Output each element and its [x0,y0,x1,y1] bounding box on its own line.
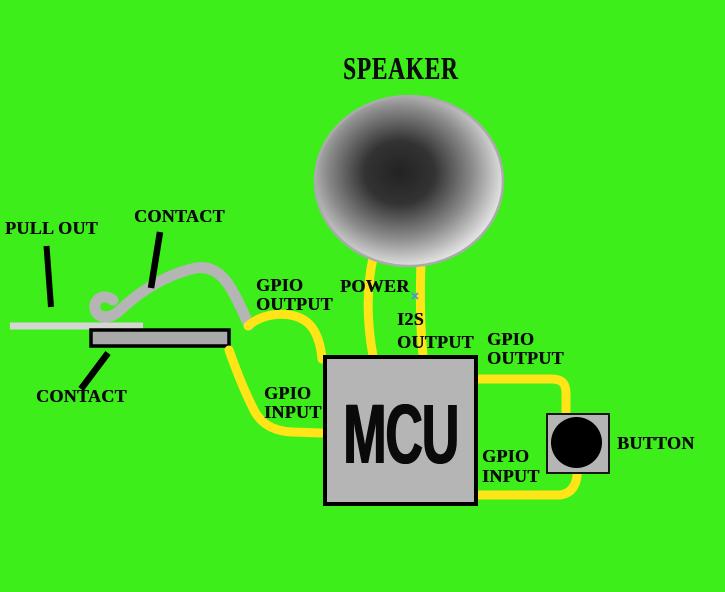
gpio-input-right-line2: INPUT [482,466,540,486]
i2s-output-line1: I2S [397,309,424,329]
mcu-chip: MCU [323,355,478,506]
wire-i2s [415,255,428,361]
gpio-output-right-line2: OUTPUT [487,348,564,368]
button-label: BUTTON [617,433,695,453]
i2s-output-label: I2S OUTPUT [397,308,474,354]
gpio-input-right-line1: GPIO [482,446,530,466]
pull-out-strip [10,322,143,330]
mcu-chip-label: MCU [343,386,459,481]
gpio-output-right-line1: GPIO [487,329,535,349]
contact-upper-label: CONTACT [134,206,225,226]
wire-gpio-output-right [472,374,571,423]
contact-lower-label: CONTACT [36,386,127,406]
contact-lower-pointer-line [78,351,111,391]
gpio-input-right-label: GPIO INPUT [482,446,540,486]
push-button [546,413,610,474]
pull-out-label: PULL OUT [5,218,98,238]
wire-gpio-output-left [243,309,327,364]
wire-power [363,253,378,361]
push-button-cap [551,417,602,468]
speaker-cone [313,94,505,268]
contact-upper-pointer-line [147,231,164,289]
gpio-input-left-label: GPIO INPUT [264,384,322,421]
gpio-output-right-label: GPIO OUTPUT [487,330,564,368]
cursor-x-marker [411,292,419,300]
wire-gpio-input-left [224,345,327,438]
gpio-output-left-label: GPIO OUTPUT [256,276,333,314]
i2s-output-line2: OUTPUT [397,332,474,352]
gpio-output-left-line1: GPIO [256,275,304,295]
contact-spring-band [89,262,255,331]
power-label: POWER [340,276,410,296]
speaker-title: SPEAKER [343,50,459,86]
gpio-output-left-line2: OUTPUT [256,294,333,314]
pull-out-pointer-line [43,245,54,308]
contact-block [89,328,231,348]
gpio-input-left-line2: INPUT [264,401,322,422]
gpio-input-left-line1: GPIO [264,383,312,403]
